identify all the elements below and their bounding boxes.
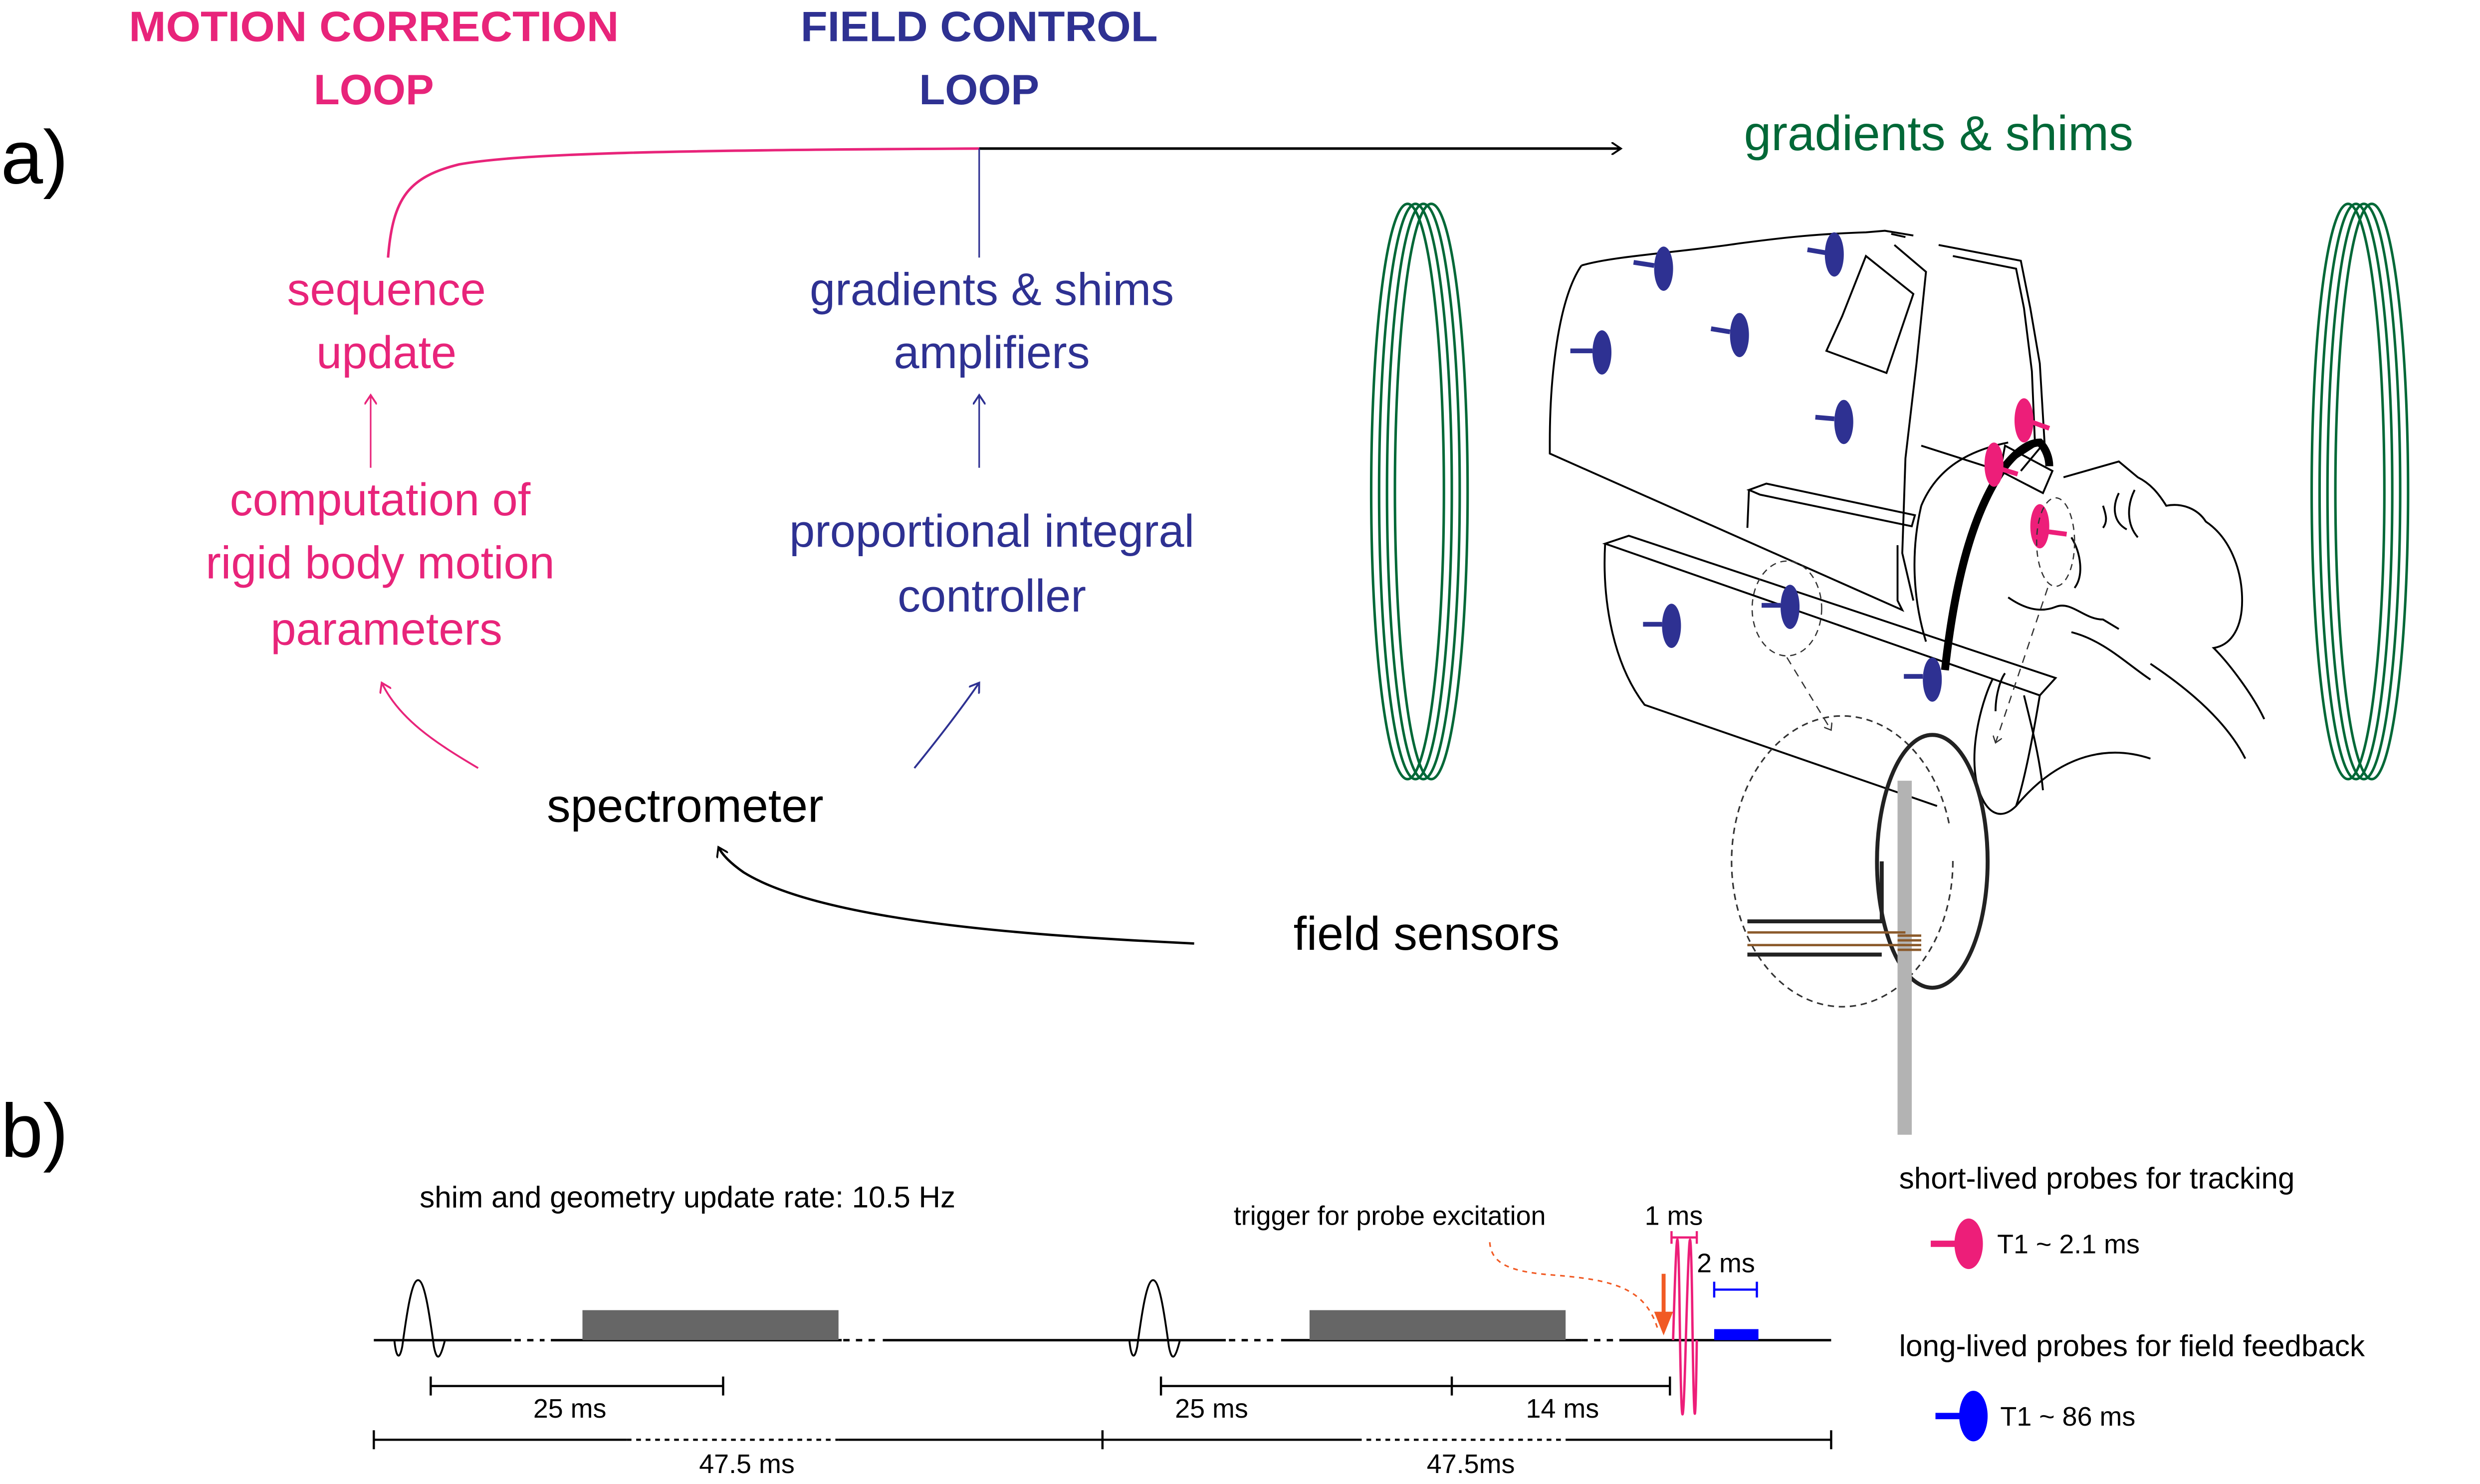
computation-line2: rigid body motion xyxy=(206,538,555,589)
probe-icon xyxy=(1762,585,1800,629)
field-loop-title-line2: LOOP xyxy=(919,66,1039,114)
trigger-arrow-head xyxy=(1654,1311,1673,1336)
period-marker xyxy=(373,1430,1832,1450)
period-label-1: 47.5 ms xyxy=(699,1449,795,1479)
computation-line3: parameters xyxy=(270,604,502,655)
spectrometer-label: spectrometer xyxy=(547,779,824,832)
legend: short-lived probes for tracking T1 ~ 2.1… xyxy=(1899,1162,2365,1442)
long-probe-duration-marker xyxy=(1713,1281,1758,1298)
probe-icon xyxy=(1984,442,2019,487)
controller-line2: controller xyxy=(898,571,1086,622)
rf-pulse-1 xyxy=(393,1279,446,1358)
short-probe-legend-icon xyxy=(1931,1218,1983,1270)
controller-line1: proportional integral xyxy=(789,506,1194,557)
long-lived-probes xyxy=(1570,232,1942,702)
sensors-to-spectrometer-arrow xyxy=(718,847,1194,945)
readout-block-1 xyxy=(582,1310,839,1340)
probe-icon xyxy=(2014,398,2050,443)
short-lived-probes xyxy=(1984,398,2067,549)
short-probe-duration-marker xyxy=(1670,1231,1698,1244)
long-probe-duration-label: 2 ms xyxy=(1697,1248,1755,1278)
trigger-label: trigger for probe excitation xyxy=(1234,1201,1546,1231)
motion-loop-title-line1: MOTION CORRECTION xyxy=(129,3,619,50)
legend-short-t1: T1 ~ 2.1 ms xyxy=(1997,1229,2140,1259)
probe-icon xyxy=(1643,604,1681,648)
computation-line1: computation of xyxy=(230,474,531,525)
probe-excitation-pulse xyxy=(1672,1238,1698,1416)
probe-icon xyxy=(1710,313,1749,358)
field-probe-detail xyxy=(1731,715,1990,1135)
motion-feed-line xyxy=(387,147,979,258)
interval-label-25ms-1: 25 ms xyxy=(533,1394,607,1424)
long-probe-legend-icon xyxy=(1935,1391,1988,1442)
panel-b: b) shim and geometry update rate: 10.5 H… xyxy=(1,1088,2365,1479)
interval-label-14ms: 14 ms xyxy=(1526,1394,1599,1424)
zoom-leader xyxy=(1786,657,1831,730)
update-rate-label: shim and geometry update rate: 10.5 Hz xyxy=(420,1181,955,1214)
gradients-shims-label: gradients & shims xyxy=(1744,106,2133,161)
spectrometer-to-controller-arrow xyxy=(913,683,979,769)
legend-long-t1: T1 ~ 86 ms xyxy=(2000,1402,2135,1432)
spectrometer-to-computation-arrow xyxy=(382,683,479,769)
probe-icon xyxy=(1633,246,1673,291)
probe-highlight-circle xyxy=(2036,497,2075,587)
field-loop-title-line1: FIELD CONTROL xyxy=(801,3,1158,50)
amplifiers-line1: gradients & shims xyxy=(810,264,1174,315)
probe-icon xyxy=(2030,504,2067,549)
field-sensors-label: field sensors xyxy=(1294,907,1560,960)
rotation-arrow xyxy=(1941,438,2053,671)
probe-highlight-circle xyxy=(1751,560,1822,657)
gradient-coil-right xyxy=(2310,203,2410,781)
interval-marker-25ms-1 xyxy=(430,1376,724,1396)
panel-b-label: b) xyxy=(1,1088,68,1173)
interval-label-25ms-2: 25 ms xyxy=(1175,1394,1248,1424)
gradient-coil-left xyxy=(1369,203,1469,781)
probe-icon xyxy=(1815,400,1853,444)
readout-block-2 xyxy=(1309,1310,1566,1340)
period-label-2: 47.5ms xyxy=(1427,1449,1515,1479)
zoom-leader xyxy=(1996,588,2048,743)
rf-pulse-2 xyxy=(1128,1279,1181,1358)
sequence-update-line2: update xyxy=(316,327,456,378)
panel-a: a) MOTION CORRECTION LOOP FIELD CONTROL … xyxy=(1,3,2410,1135)
interval-marker-25ms-2 xyxy=(1159,1376,1671,1396)
legend-short-title: short-lived probes for tracking xyxy=(1899,1162,2295,1195)
probe-acquisition-block xyxy=(1714,1329,1759,1340)
probe-sample xyxy=(1897,781,1912,1135)
motion-loop-title-line2: LOOP xyxy=(314,66,434,114)
probe-icon xyxy=(1904,657,1942,702)
amplifiers-line2: amplifiers xyxy=(894,327,1090,378)
probe-icon xyxy=(1807,232,1844,277)
probe-icon xyxy=(1570,330,1612,375)
panel-a-label: a) xyxy=(1,115,68,200)
legend-long-title: long-lived probes for field feedback xyxy=(1899,1329,2365,1362)
sequence-update-line1: sequence xyxy=(287,264,485,315)
head-coil-illustration xyxy=(1549,229,2265,815)
short-probe-duration-label: 1 ms xyxy=(1645,1201,1703,1231)
trigger-dashed-path xyxy=(1489,1242,1658,1328)
